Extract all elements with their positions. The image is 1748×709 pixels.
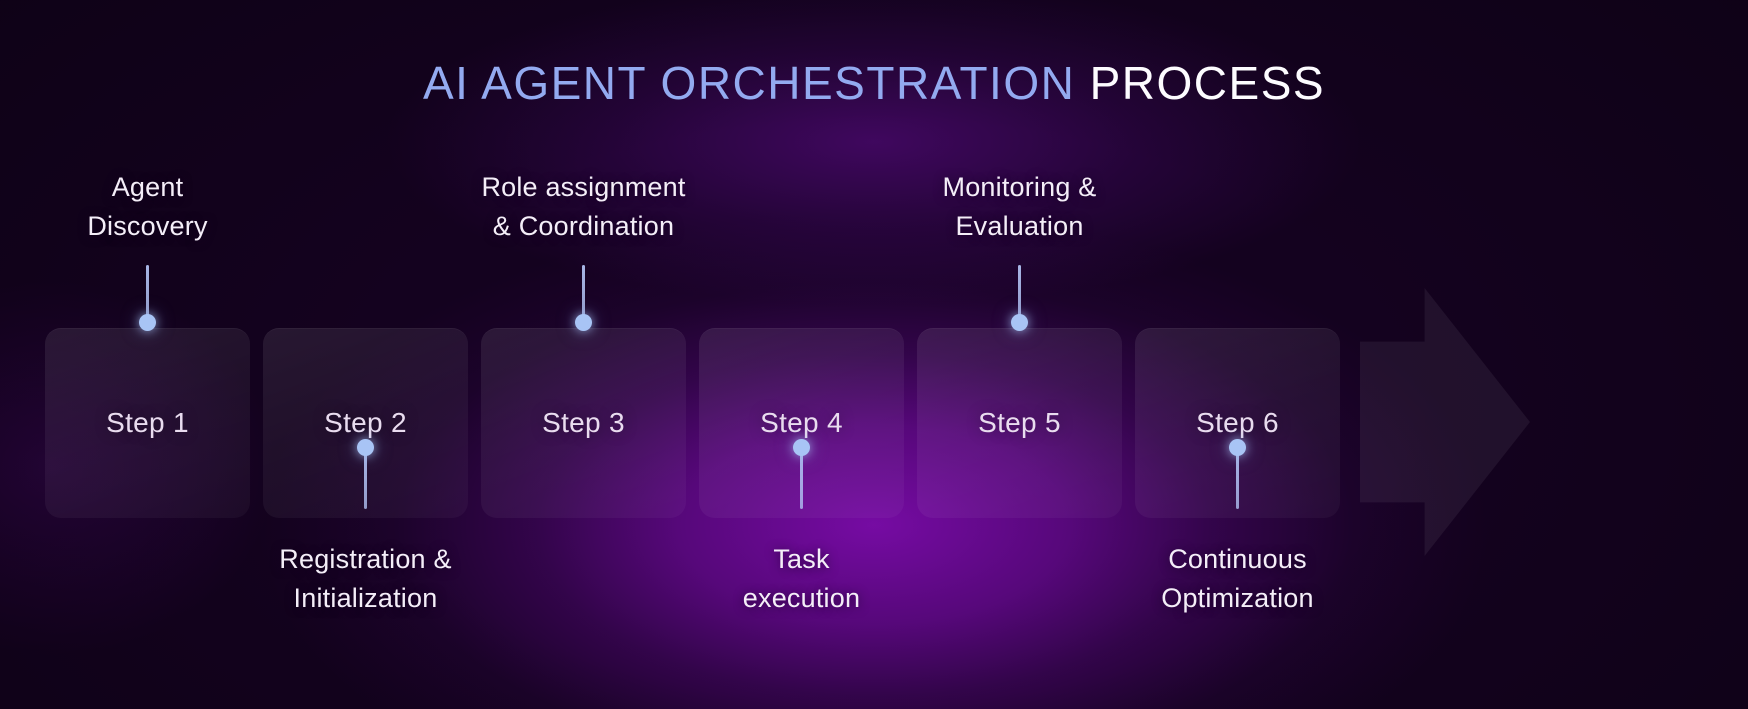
step-note-6: Continuous Optimization xyxy=(1161,544,1314,614)
page-title-accent: AI AGENT ORCHESTRATION xyxy=(422,57,1076,109)
step-box-4[interactable]: Step 4 xyxy=(699,328,904,518)
process-flow: Step 1 Step 2 Step 3 Step 4 Step 5 Step 6 xyxy=(45,288,1530,556)
step-note-2: Registration & Initialization xyxy=(279,544,452,614)
step-note-3: Role assignment & Coordination xyxy=(481,172,686,242)
step-box-2[interactable]: Step 2 xyxy=(263,328,468,518)
page-title-plain: PROCESS xyxy=(1089,57,1326,109)
step-label-6: Step 6 xyxy=(1196,407,1279,438)
step-label-5: Step 5 xyxy=(978,407,1061,438)
step-label-3: Step 3 xyxy=(542,407,625,438)
step-box-5[interactable]: Step 5 xyxy=(917,328,1122,518)
process-direction-arrow xyxy=(1360,288,1530,556)
step-list: Step 1 Step 2 Step 3 Step 4 Step 5 Step 6 xyxy=(45,328,1340,518)
page-title: AI AGENT ORCHESTRATION PROCESS xyxy=(0,56,1748,110)
step-box-3[interactable]: Step 3 xyxy=(481,328,686,518)
step-note-1: Agent Discovery xyxy=(87,172,208,242)
step-label-1: Step 1 xyxy=(106,407,189,438)
step-note-4: Task execution xyxy=(742,544,861,614)
step-label-4: Step 4 xyxy=(760,407,843,438)
step-box-6[interactable]: Step 6 xyxy=(1135,328,1340,518)
step-label-2: Step 2 xyxy=(324,407,407,438)
step-box-1[interactable]: Step 1 xyxy=(45,328,250,518)
step-note-5: Monitoring & Evaluation xyxy=(942,172,1097,242)
